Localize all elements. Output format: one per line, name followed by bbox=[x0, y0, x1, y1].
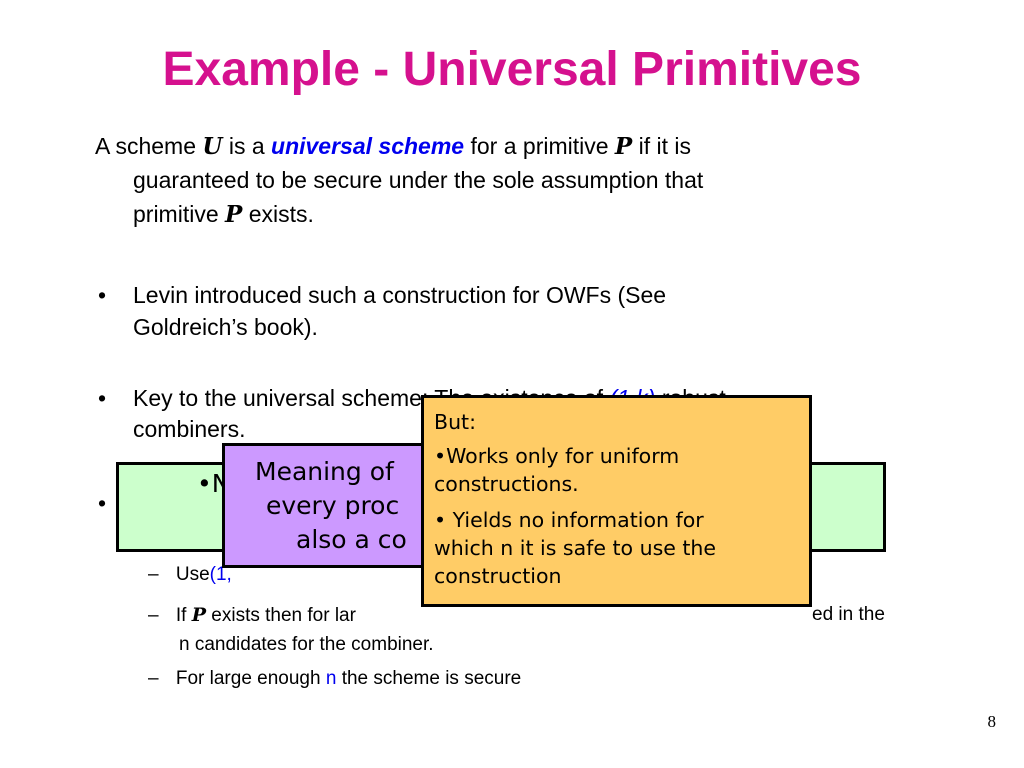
dash: – bbox=[148, 668, 159, 689]
bullet-marker: • bbox=[98, 490, 107, 516]
purple-callout-line: also a co bbox=[296, 525, 407, 554]
bullet-levin-line-2: Goldreich’s book). bbox=[133, 314, 318, 340]
orange-callout-line: •Works only for uniform bbox=[434, 444, 680, 468]
slide-title: Example - Universal Primitives bbox=[162, 43, 862, 96]
bullet-levin-line-1: Levin introduced such a construction for… bbox=[133, 282, 667, 308]
sub-item-text: the scheme is secure bbox=[336, 668, 522, 689]
orange-callout-line: • Yields no information for bbox=[434, 508, 704, 532]
purple-callout-line: Meaning of bbox=[255, 457, 394, 486]
sub-item-text: For large enough bbox=[175, 668, 326, 689]
orange-callout-line: which n it is safe to use the bbox=[434, 536, 717, 560]
sub-item-large-n: – For large enough n the scheme is secur… bbox=[148, 667, 521, 691]
dash: – bbox=[148, 564, 159, 585]
sub-item-use: – Use(1, bbox=[148, 563, 232, 587]
symbol-p: P bbox=[191, 604, 206, 626]
sub-item-if-tail: ed in the bbox=[812, 604, 885, 625]
term-universal-scheme: universal scheme bbox=[271, 133, 465, 159]
sub-item-text: If bbox=[175, 605, 192, 626]
symbol-p: P bbox=[225, 201, 243, 228]
sub-item-fragment: (1, bbox=[209, 564, 232, 585]
orange-callout-line: construction bbox=[434, 564, 562, 588]
variable-n: n bbox=[325, 668, 337, 689]
bullet-text: Key to the universal sc bbox=[133, 385, 365, 411]
definition-text: exists. bbox=[242, 201, 314, 227]
sub-item-if: – If P exists then for lar bbox=[148, 603, 356, 628]
sub-item-text: exists then for lar bbox=[206, 605, 356, 626]
symbol-u: U bbox=[202, 133, 223, 160]
orange-callout-heading: But: bbox=[434, 410, 477, 434]
bullet-marker: • bbox=[98, 282, 107, 308]
definition-text: A scheme bbox=[95, 133, 203, 159]
definition-line-1: A scheme U is a universal scheme for a p… bbox=[95, 131, 691, 162]
definition-text: if it is bbox=[632, 133, 691, 159]
dash: – bbox=[148, 605, 159, 626]
bullet-marker: • bbox=[98, 385, 107, 411]
purple-callout-line: every proc bbox=[266, 491, 400, 520]
orange-callout-line: constructions. bbox=[434, 472, 579, 496]
page-number: 8 bbox=[987, 712, 997, 731]
definition-text: is a bbox=[222, 133, 272, 159]
orange-callout: But: •Works only for uniform constructio… bbox=[421, 395, 812, 607]
bullet-key-line-2: combiners. bbox=[133, 416, 246, 442]
sub-item-if-line-2: n candidates for the combiner. bbox=[179, 634, 434, 655]
definition-text: for a primitive bbox=[464, 133, 615, 159]
definition-text: primitive bbox=[133, 201, 226, 227]
symbol-p: P bbox=[614, 133, 633, 160]
sub-item-text: Use bbox=[175, 564, 210, 585]
definition-line-2: guaranteed to be secure under the sole a… bbox=[133, 167, 704, 193]
definition-line-3: primitive P exists. bbox=[133, 199, 314, 230]
